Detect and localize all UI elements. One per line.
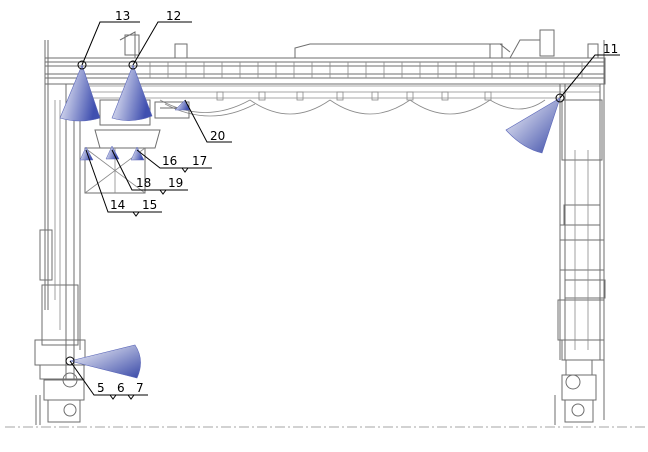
leader-lines [69,21,620,400]
light-cones [59,64,561,379]
label-15: 15 [142,198,157,212]
light-cone-16 [130,146,145,161]
light-cone-18 [105,145,120,160]
light-cone-13 [59,64,101,122]
lamp-heads [65,60,565,366]
label-17: 17 [192,154,207,168]
right-leg [554,40,606,425]
light-cone-11 [505,97,561,154]
label-18: 18 [136,176,151,190]
left-leg [34,40,86,425]
label-12: 12 [166,9,181,23]
light-cone-12 [111,64,153,121]
label-7: 7 [136,381,144,395]
label-6: 6 [117,381,125,395]
light-cone-5-6-7 [69,344,141,379]
label-14: 14 [110,198,125,212]
label-13: 13 [115,9,130,23]
trolley [84,99,190,194]
label-11: 11 [603,42,618,56]
label-20: 20 [210,129,225,143]
bridge-girder [44,29,606,117]
label-16: 16 [162,154,177,168]
light-cone-14 [79,146,94,161]
label-19: 19 [168,176,183,190]
label-5: 5 [97,381,105,395]
